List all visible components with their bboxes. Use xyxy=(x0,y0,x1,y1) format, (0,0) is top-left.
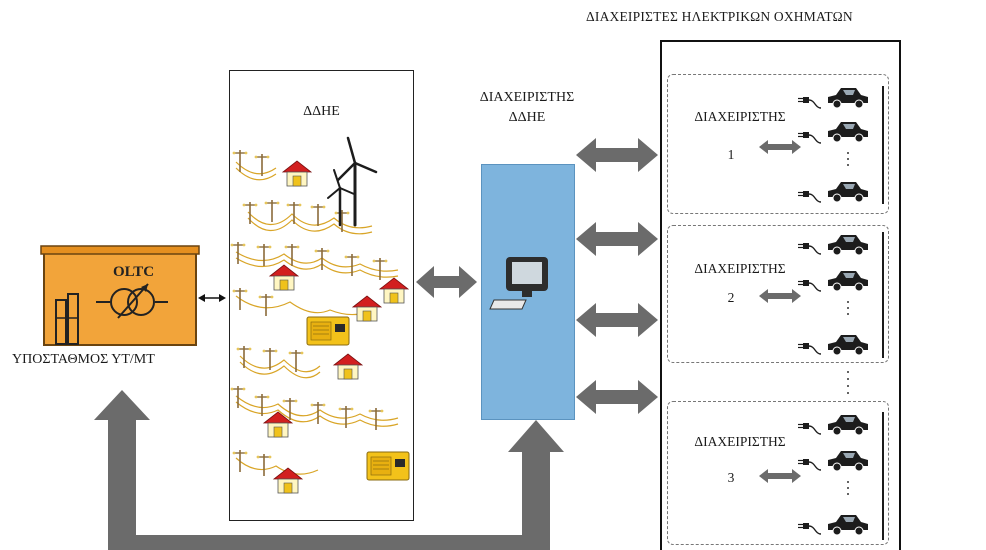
substation-label: ΥΠΟΣΤΑΘΜΟΣ ΥΤ/ΜΤ xyxy=(12,352,155,367)
aggregator-1-label: ΔΙΑΧΕΙΡΙΣΤΗΣ xyxy=(694,109,786,124)
feedback-loop-arrow xyxy=(94,390,564,550)
dso-title-line1: ΔΙΑΧΕΙΡΙΣΤΗΣ xyxy=(479,90,575,105)
aggregator-2-label: ΔΙΑΧΕΙΡΙΣΤΗΣ xyxy=(694,261,786,276)
aggregator-2-number: 2 xyxy=(727,290,735,305)
dso-aggregator-links xyxy=(576,138,658,414)
aggregator-3-number: 3 xyxy=(727,470,735,485)
charger-plug-icon xyxy=(797,96,822,535)
aggregator-1-box xyxy=(667,74,889,214)
oltc-label: OLTC xyxy=(113,264,154,280)
aggregator-3-box xyxy=(667,401,889,545)
ev-aggregators-container xyxy=(660,40,901,550)
dso-title: ΔΙΑΧΕΙΡΙΣΤΗΣ ΔΔΗΕ xyxy=(452,88,602,128)
network-dso-link xyxy=(416,266,477,298)
computer-icon xyxy=(489,257,548,310)
distribution-network-title: ΔΔΗΕ xyxy=(303,104,340,119)
generator-icon xyxy=(306,316,410,481)
aggregator-internal-arrows xyxy=(759,140,801,483)
ev-aggregators-title: ΔΙΑΧΕΙΡΙΣΤΕΣ ΗΛΕΚΤΡΙΚΩΝ ΟΧΗΜΑΤΩΝ xyxy=(586,9,853,24)
wind-turbine-icon xyxy=(327,136,378,227)
aggregator-3-label: ΔΙΑΧΕΙΡΙΣΤΗΣ xyxy=(694,434,786,449)
electric-car-icon xyxy=(827,87,869,536)
transformer-icon xyxy=(96,283,168,319)
substation-network-link xyxy=(198,294,226,302)
aggregator-1-number: 1 xyxy=(727,147,735,162)
substation-icon xyxy=(40,245,200,346)
dso-title-line2: ΔΔΗΕ xyxy=(508,110,546,125)
ellipsis-dots xyxy=(847,152,849,495)
aggregator-2-box xyxy=(667,225,889,363)
distribution-network-box xyxy=(229,70,414,521)
